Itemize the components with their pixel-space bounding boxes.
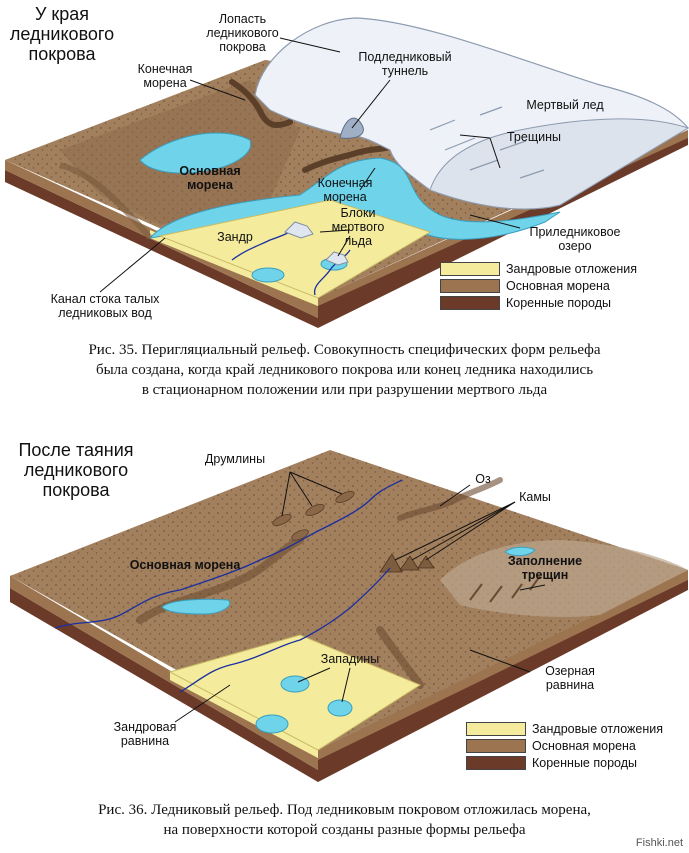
label-end-moraine-mid: Конечная морена — [317, 176, 373, 204]
kettle-lake-2 — [327, 699, 353, 717]
legend-item-sandur: Зандровые отложения — [466, 720, 663, 737]
fig2-title: После таяния ледникового покрова — [18, 440, 134, 500]
label-esker: Оз — [475, 472, 491, 486]
label-lake-plain: Озерная равнина — [545, 664, 595, 692]
moraine-ridge-right — [376, 626, 424, 689]
label-end-moraine-top: Конечная морена — [137, 62, 193, 90]
legend-item-bedrock: Коренные породы — [466, 754, 663, 771]
side-bedrock-left — [10, 588, 318, 782]
figure-35-block-diagram — [5, 17, 689, 328]
rivers — [54, 479, 403, 693]
label-subglacial-tunnel: Подледниковый туннель — [358, 50, 452, 78]
label-crevasses: Трещины — [507, 130, 561, 144]
figure-35: У края ледникового покрова Лопасть ледни… — [0, 0, 689, 398]
fig1-caption: Рис. 35. Перигляциальный рельеф. Совокуп… — [88, 342, 601, 398]
legend-item-moraine: Основная морена — [440, 277, 637, 294]
label-drumlins: Друмлины — [204, 452, 266, 466]
legend-swatch-bedrock — [466, 755, 526, 770]
label-ground-moraine: Основная морена — [179, 164, 241, 192]
fig2-caption: Рис. 36. Ледниковый рельеф. Под ледников… — [98, 802, 591, 838]
meltwater-channel — [59, 162, 153, 240]
legend-swatch-moraine — [466, 738, 526, 753]
label-ground-moraine: Основная морена — [129, 558, 241, 572]
drumlins — [272, 491, 355, 541]
label-sandur: Зандр — [217, 230, 253, 244]
label-meltwater-channel: Канал стока талых ледниковых вод — [50, 292, 160, 320]
figure-36: После таяния ледникового покрова Друмлин… — [0, 430, 689, 838]
label-dead-ice: Мертвый лед — [526, 98, 604, 112]
fig2-legend: Зандровые отложения Основная морена Коре… — [466, 720, 663, 771]
legend-swatch-sandur — [466, 721, 526, 736]
legend-swatch-moraine — [440, 278, 500, 293]
label-crevasse-fill: Заполнение трещин — [507, 554, 583, 582]
legend-item-bedrock: Коренные породы — [440, 294, 637, 311]
label-kames: Камы — [519, 490, 551, 504]
legend-item-moraine: Основная морена — [466, 737, 663, 754]
kettle-lake-1 — [280, 675, 310, 693]
label-proglacial-lake: Приледниковое озеро — [529, 225, 621, 253]
legend-swatch-sandur — [440, 261, 500, 276]
label-ice-blocks: Блоки мертвого льда — [331, 206, 385, 248]
ice-block — [284, 221, 314, 239]
kettle-lake — [251, 267, 285, 283]
fig1-legend: Зандровые отложения Основная морена Коре… — [440, 260, 637, 311]
lake-left — [139, 132, 252, 174]
kettle-lake-3 — [255, 714, 289, 734]
kames — [379, 553, 435, 573]
fig1-title: У края ледникового покрова — [9, 4, 115, 64]
label-outwash-plain: Зандровая равнина — [113, 720, 177, 748]
watermark: Fishki.net — [635, 837, 683, 849]
legend-item-sandur: Зандровые отложения — [440, 260, 637, 277]
label-glacier-lobe: Лопасть ледникового покрова — [206, 12, 279, 54]
label-kettles: Западины — [320, 652, 380, 666]
legend-swatch-bedrock — [440, 295, 500, 310]
moraine-lake — [161, 598, 231, 615]
ground-surface-texture — [10, 450, 688, 750]
side-moraine-left — [10, 576, 318, 770]
